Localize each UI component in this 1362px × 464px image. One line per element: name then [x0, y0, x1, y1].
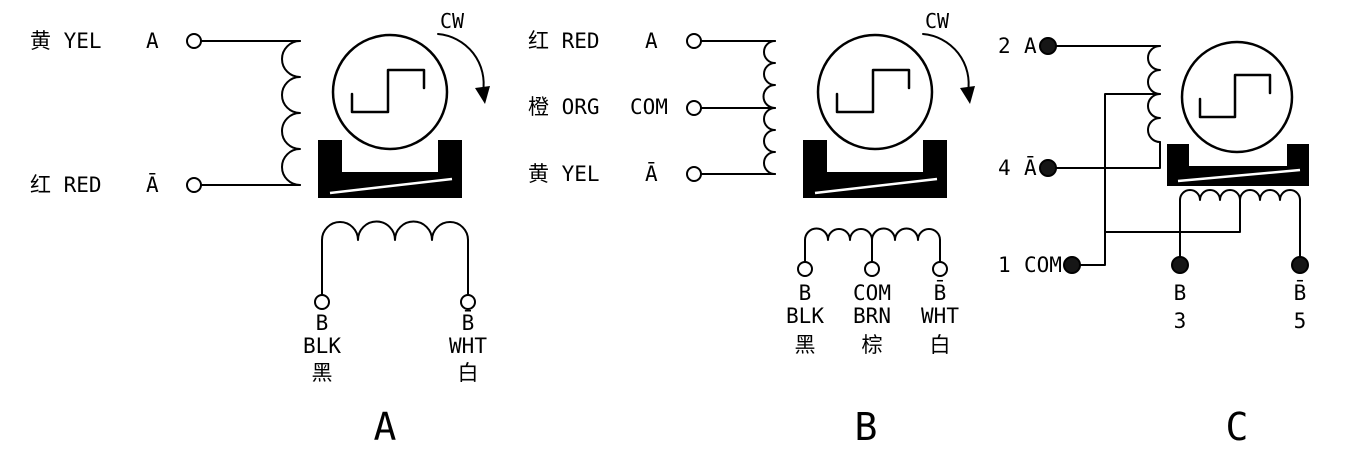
wire-color-label: 黄 YEL: [30, 29, 102, 53]
com-wire: [1079, 93, 1161, 266]
pin-number-label: 5: [1294, 309, 1307, 333]
wire-color-label: 红 RED: [30, 173, 102, 197]
phase-b-center-tap-coil: [804, 227, 941, 241]
cw-label: CW: [925, 9, 950, 33]
phase-label: A: [645, 29, 658, 53]
diagram-c: 2 A 4 Ā 1 COM B 3 B̄ 5 C: [998, 34, 1309, 449]
diagram-letter: B: [855, 405, 878, 449]
bracket-highlight: [814, 177, 938, 195]
phase-label: COM: [853, 281, 891, 305]
phase-label: COM: [1024, 253, 1062, 277]
pin-number-label: 3: [1174, 309, 1187, 333]
step-waveform-icon: [1198, 73, 1272, 119]
wire-color-label: BLK: [303, 334, 341, 358]
bracket-highlight: [1177, 168, 1301, 183]
terminal-a: [686, 33, 702, 49]
phase-a-coil: [281, 40, 301, 186]
diagram-a: 黄 YEL A 红 RED Ā CW B BLK 黑 B̄ WHT 白 A: [30, 9, 490, 449]
phase-label: Ā: [645, 162, 658, 186]
bracket-highlight: [329, 177, 453, 195]
cw-arrowhead-icon: [475, 86, 490, 104]
diagram-b: 红 RED A 橙 ORG COM 黄 YEL Ā CW B BLK 黑 CO…: [528, 9, 975, 449]
phase-label: B̄: [934, 280, 947, 305]
motor-body: [1180, 40, 1294, 154]
wire-color-cn-label: 白: [458, 361, 479, 385]
pin-number-label: 4: [998, 156, 1011, 180]
phase-label: B̄: [462, 310, 475, 335]
wire-color-cn-label: 黑: [795, 333, 816, 357]
motor-bracket: [803, 140, 947, 198]
pin-number-label: 2: [998, 34, 1011, 58]
wire-color-label: 黄 YEL: [528, 162, 600, 186]
terminal-a: [1039, 37, 1057, 55]
phase-label: A: [1024, 34, 1037, 58]
wire-color-label: 橙 ORG: [528, 95, 600, 119]
phase-a-center-tap-coil: [762, 40, 776, 175]
terminal-b-bar: [1291, 256, 1309, 274]
terminal-a-bar: [1039, 159, 1057, 177]
diagram-letter: C: [1226, 405, 1249, 449]
pin-number-label: 1: [998, 253, 1011, 277]
wire-color-label: BRN: [853, 304, 891, 328]
com-tap-wire: [1104, 199, 1241, 233]
terminal-com: [1063, 256, 1081, 274]
cw-label: CW: [440, 9, 465, 33]
phase-b-coil: [321, 220, 469, 241]
diagram-letter: A: [374, 405, 397, 449]
motor-bracket: [318, 140, 462, 198]
phase-label: B: [1174, 281, 1187, 305]
step-waveform-icon: [350, 68, 426, 114]
terminal-b-bar: [460, 294, 476, 310]
phase-label: A: [146, 29, 159, 53]
wire-segment: [1055, 141, 1161, 169]
terminal-a-bar: [186, 177, 202, 193]
phase-label: B: [316, 311, 329, 335]
wire-color-cn-label: 黑: [312, 361, 333, 385]
phase-b-coil: [1179, 189, 1301, 201]
cw-arrow: [922, 33, 970, 93]
wire-color-label: WHT: [449, 334, 487, 358]
motor-body: [816, 33, 934, 151]
wire-color-label: BLK: [786, 304, 824, 328]
terminal-b: [797, 261, 813, 277]
phase-label: Ā: [146, 173, 159, 197]
terminal-a: [186, 33, 202, 49]
phase-label: Ā: [1024, 156, 1037, 180]
motor-bracket: [1167, 144, 1309, 186]
wire-color-cn-label: 白: [930, 333, 951, 357]
terminal-a-bar: [686, 166, 702, 182]
cw-arrow: [437, 33, 485, 93]
phase-label: B: [799, 281, 812, 305]
terminal-b-bar: [932, 261, 948, 277]
wire-color-label: 红 RED: [528, 29, 600, 53]
terminal-b: [1171, 256, 1189, 274]
cw-arrowhead-icon: [960, 86, 975, 104]
wire-color-label: WHT: [921, 304, 959, 328]
terminal-com-b: [864, 261, 880, 277]
phase-label: B̄: [1294, 280, 1307, 305]
wire-color-cn-label: 棕: [862, 333, 883, 357]
terminal-b: [314, 294, 330, 310]
terminal-com: [686, 100, 702, 116]
step-waveform-icon: [835, 68, 911, 114]
motor-body: [331, 33, 449, 151]
phase-label: COM: [630, 95, 668, 119]
